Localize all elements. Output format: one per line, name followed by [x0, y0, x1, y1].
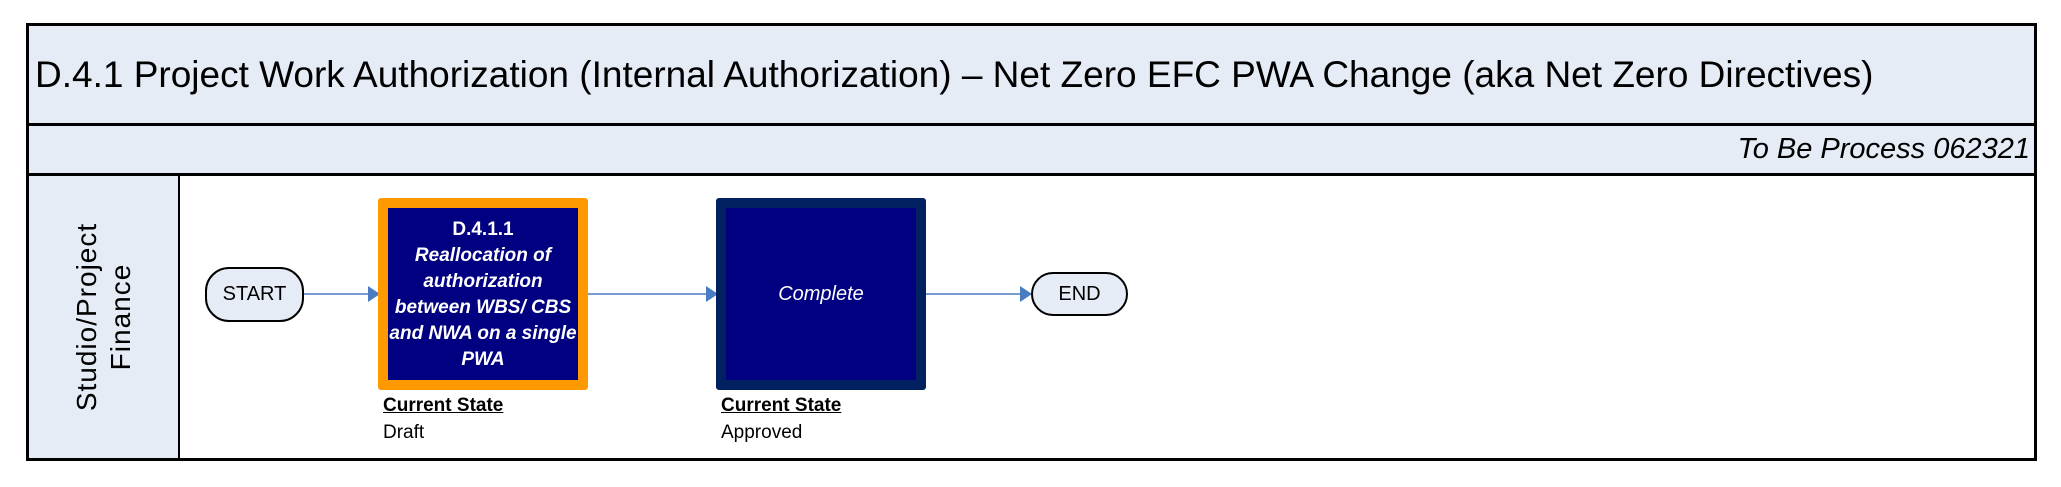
connector-complete-to-end [926, 286, 1032, 302]
process-diagram-frame: D.4.1 Project Work Authorization (Intern… [26, 23, 2037, 461]
task-complete[interactable]: Complete [716, 198, 926, 390]
end-terminal[interactable]: END [1031, 272, 1128, 316]
connector-task1-to-complete [588, 286, 718, 302]
task-reallocation[interactable]: D.4.1.1 Reallocation of authorization be… [378, 198, 588, 390]
task-id: D.4.1.1 [452, 218, 514, 240]
state-heading: Current State [383, 395, 504, 416]
state-value: Draft [383, 422, 425, 443]
task-state-1: Current State Draft [383, 392, 503, 446]
page-title: D.4.1 Project Work Authorization (Intern… [29, 26, 2034, 126]
task-state-2: Current State Approved [721, 392, 841, 446]
swimlane-header: Studio/Project Finance [29, 176, 180, 458]
process-version-label: To Be Process 062321 [29, 126, 2034, 176]
task-name: Complete [778, 282, 864, 305]
state-value: Approved [721, 422, 803, 443]
task-description: Reallocation of authorization between WB… [389, 244, 577, 370]
connector-start-to-task1 [304, 286, 380, 302]
start-terminal[interactable]: START [205, 267, 304, 322]
state-heading: Current State [721, 395, 842, 416]
